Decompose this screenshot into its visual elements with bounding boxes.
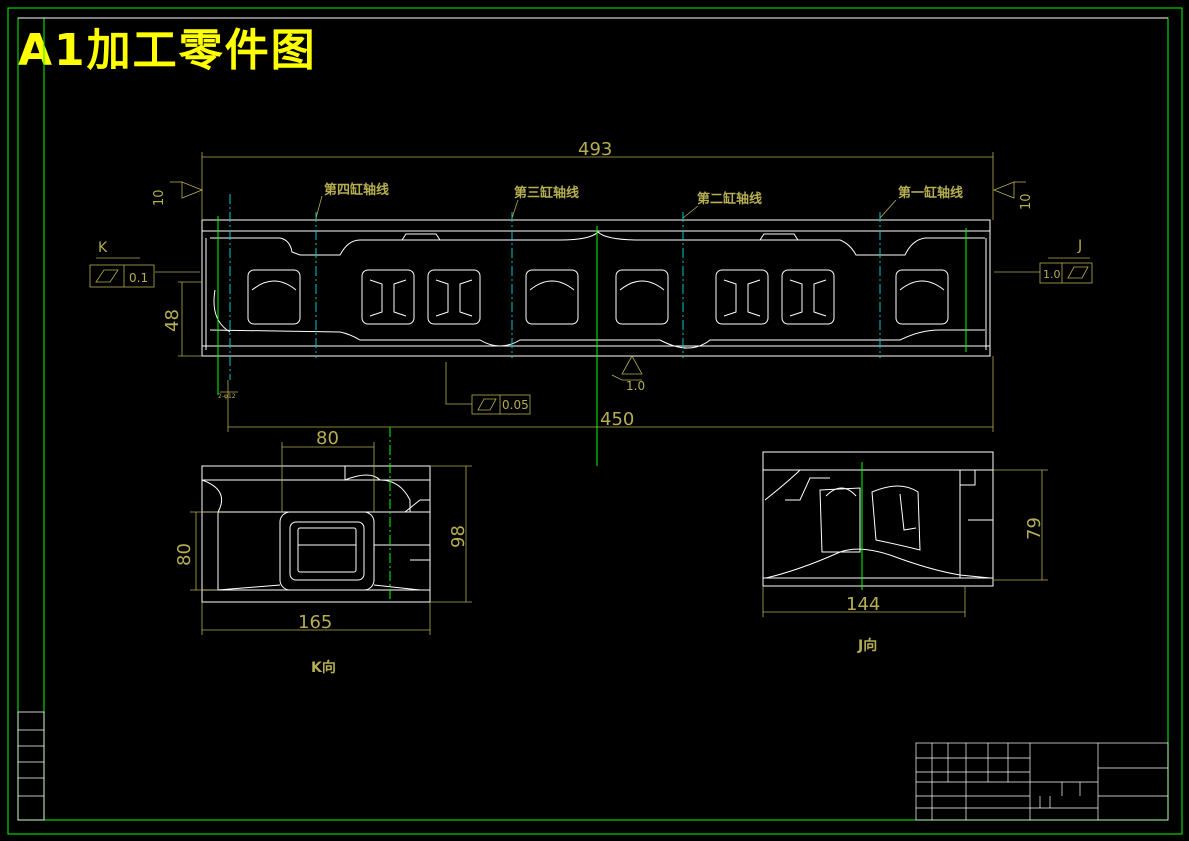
j-arrow-label: J: [1077, 238, 1082, 254]
k-view-outline: [201, 465, 431, 603]
dim-datum-left: 10: [152, 189, 167, 206]
binding-table: [17, 711, 45, 821]
main-dimensions: [89, 152, 1093, 432]
j-view-dimensions: [762, 469, 1048, 617]
k-view-label: K向: [311, 659, 336, 676]
dim-datum-right: 10: [1019, 193, 1034, 210]
dim-small-left: 2-φ12: [218, 393, 236, 400]
j-view-label: J向: [857, 637, 877, 654]
dim-k-width-bottom: 165: [298, 612, 332, 633]
axis-label-2: 第二缸轴线: [697, 191, 762, 207]
dim-k-width-top: 80: [316, 428, 339, 449]
main-top-profile: [210, 231, 985, 256]
dim-k-height-right: 98: [448, 525, 469, 548]
tol-right-flatness: 1.0: [1043, 268, 1061, 281]
tol-left-flatness: 0.1: [129, 271, 148, 285]
main-view: [201, 194, 991, 466]
main-bottom-profile: [209, 329, 985, 349]
tol-bottom-datum: 1.0: [626, 379, 645, 393]
main-body-outline: [201, 219, 991, 357]
dim-k-height-left: 80: [174, 543, 195, 566]
tol-bottom-flatness: 0.05: [502, 398, 529, 412]
k-view: [201, 465, 431, 603]
title-block: [915, 742, 1169, 821]
k-view-dimension-text: 80 165 80 98: [174, 428, 469, 633]
j-view: [762, 451, 994, 587]
dim-axis-span: 450: [600, 409, 634, 430]
j-view-outline: [762, 451, 994, 587]
dim-height-front: 48: [162, 309, 183, 332]
j-view-dimension-text: 79 144: [846, 517, 1045, 615]
k-view-dimensions: [190, 442, 472, 635]
drawing-title: A1加工零件图: [18, 25, 317, 76]
dim-j-height: 79: [1024, 517, 1045, 540]
cylinder-axis-labels: 第四缸轴线 第三缸轴线 第二缸轴线 第一缸轴线: [324, 182, 963, 207]
dim-overall-length: 493: [578, 139, 612, 160]
axis-label-1: 第一缸轴线: [898, 185, 963, 201]
ports: [247, 269, 949, 325]
dim-j-width: 144: [846, 594, 880, 615]
cylinder-axis-lines: [229, 194, 881, 380]
axis-label-3: 第三缸轴线: [514, 185, 579, 201]
outer-frame: [7, 7, 1183, 835]
axis-label-4: 第四缸轴线: [324, 182, 389, 198]
main-dimension-text: 493 450 48 10 10 K J 0.1 1.0 0.05 1.0 2-…: [98, 139, 1082, 430]
k-arrow-label: K: [98, 240, 108, 256]
